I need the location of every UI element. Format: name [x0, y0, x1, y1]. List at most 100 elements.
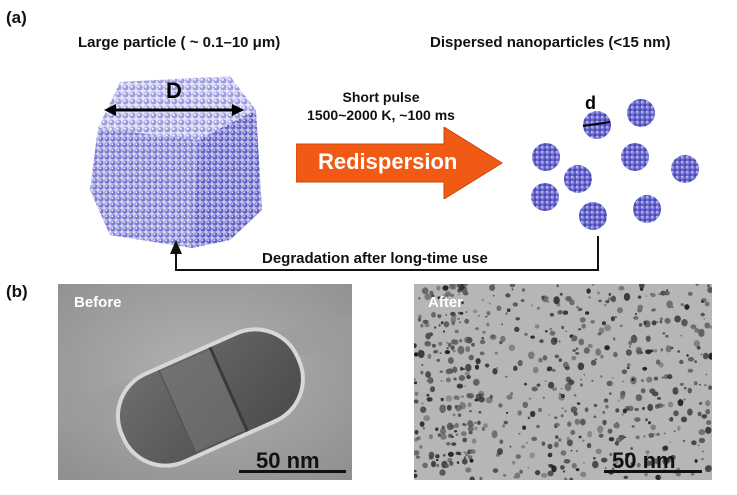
- nanoparticle-speck: [571, 463, 577, 469]
- nanoparticle-speck: [578, 328, 582, 331]
- nanoparticle-speck: [541, 295, 545, 300]
- nanoparticle-speck: [601, 457, 608, 463]
- nanoparticle-speck: [541, 441, 546, 446]
- nanoparticle-speck: [705, 426, 712, 434]
- nanoparticle-speck: [550, 452, 553, 455]
- nanoparticle-speck: [445, 314, 448, 316]
- nanoparticle-speck: [628, 340, 633, 346]
- nanoparticle-speck: [549, 312, 554, 317]
- nanoparticle-speck: [577, 362, 585, 371]
- nanoparticle-speck: [560, 414, 564, 418]
- dimension-arrowhead-right: [232, 104, 244, 116]
- nanoparticle-speck: [680, 416, 688, 423]
- nanoparticle-speck: [601, 321, 607, 326]
- nanoparticle-speck: [420, 406, 427, 413]
- nanoparticle-speck: [608, 392, 612, 395]
- nanoparticle-speck: [638, 323, 643, 327]
- nanoparticle-speck: [602, 419, 607, 426]
- nanoparticle-speck: [478, 410, 482, 414]
- nanoparticle-speck: [683, 398, 686, 401]
- nanoparticle-speck: [435, 454, 440, 459]
- nanoparticle-speck: [666, 374, 673, 380]
- nanoparticle-speck: [608, 437, 615, 442]
- nanoparticle-speck: [456, 284, 461, 288]
- nanoparticle-speck: [460, 431, 467, 437]
- nanoparticle-speck: [605, 300, 610, 304]
- nanoparticle-speck: [462, 423, 465, 426]
- nanoparticle-speck: [441, 399, 444, 402]
- nanoparticle-speck: [659, 317, 664, 321]
- nanoparticle-speck: [445, 291, 451, 297]
- nanoparticle-speck: [625, 452, 630, 458]
- nanoparticle-speck: [605, 404, 609, 409]
- nanoparticle-speck: [634, 407, 639, 412]
- nanoparticle-speck: [634, 313, 638, 315]
- nanoparticle-speck: [679, 382, 684, 386]
- nanoparticle-speck: [539, 339, 544, 343]
- nanoparticle-speck: [438, 315, 441, 319]
- nanoparticle-speck: [666, 300, 673, 309]
- nanoparticle-speck: [542, 396, 545, 399]
- nanoparticle-speck: [604, 345, 610, 351]
- crystal-side-face: [192, 110, 262, 248]
- nanoparticle-speck: [426, 397, 433, 402]
- nanoparticle-speck: [648, 432, 654, 438]
- nanoparticle-speck: [631, 378, 635, 381]
- nanoparticle-speck: [492, 468, 499, 473]
- nanoparticle-speck: [481, 298, 484, 301]
- nanoparticle-speck: [630, 447, 633, 450]
- nanoparticle-speck: [662, 445, 669, 451]
- dimension-label-D: D: [166, 78, 182, 103]
- nanoparticle: [633, 195, 661, 223]
- nanoparticle-speck: [454, 329, 459, 334]
- nanoparticle-speck: [434, 326, 437, 329]
- nanoparticle-speck: [451, 339, 457, 345]
- nanoparticle-speck: [442, 454, 446, 457]
- nanoparticle-speck: [649, 460, 655, 467]
- nanoparticle-speck: [582, 439, 585, 442]
- nanoparticle-speck: [436, 358, 441, 362]
- nanoparticle-speck: [546, 366, 553, 372]
- panel-a-label: (a): [6, 8, 27, 27]
- nanoparticle-speck: [496, 305, 502, 312]
- nanoparticle-speck: [698, 429, 706, 436]
- nanoparticle-speck: [560, 465, 565, 470]
- nanoparticle-speck: [597, 425, 604, 434]
- nanoparticle-speck: [527, 416, 531, 420]
- nanoparticle-speck: [491, 334, 495, 338]
- nanoparticle-speck: [603, 398, 609, 403]
- nanoparticle-speck: [635, 394, 643, 402]
- nanoparticle-speck: [466, 284, 469, 286]
- nanoparticle-speck: [570, 406, 578, 413]
- nanoparticle-speck: [649, 388, 656, 394]
- nanoparticle-speck: [414, 473, 418, 478]
- nanoparticle-speck: [704, 301, 710, 307]
- nanoparticle-speck: [659, 320, 663, 324]
- nanoparticle-speck: [669, 441, 672, 443]
- nanoparticle-speck: [450, 315, 457, 324]
- nanoparticle-speck: [575, 468, 580, 472]
- nanoparticle-speck: [477, 420, 481, 425]
- nanoparticle-speck: [543, 355, 546, 358]
- nanoparticle-speck: [414, 381, 418, 385]
- nanoparticle-speck: [684, 304, 690, 310]
- nanoparticle-speck: [431, 311, 436, 318]
- nanoparticle-speck: [613, 337, 616, 341]
- nanoparticle-speck: [658, 292, 662, 296]
- nanoparticle-speck: [457, 413, 462, 417]
- nanoparticle-speck: [641, 379, 644, 383]
- nanoparticle-speck: [618, 285, 625, 291]
- nanoparticle-speck: [440, 380, 443, 382]
- nanoparticle-speck: [461, 301, 464, 305]
- nanoparticle: [579, 202, 607, 230]
- nanoparticle-speck: [628, 405, 634, 412]
- dimension-line-d: [582, 121, 611, 127]
- nanoparticle-speck: [656, 432, 660, 436]
- nanoparticle-speck: [422, 427, 426, 430]
- nanoparticle-speck: [564, 382, 572, 392]
- nanoparticle-speck: [579, 378, 583, 381]
- nanoparticle-speck: [708, 385, 712, 390]
- nanoparticle-speck: [560, 310, 563, 313]
- nanoparticle-speck: [455, 451, 460, 455]
- nanoparticle-speck: [420, 370, 424, 375]
